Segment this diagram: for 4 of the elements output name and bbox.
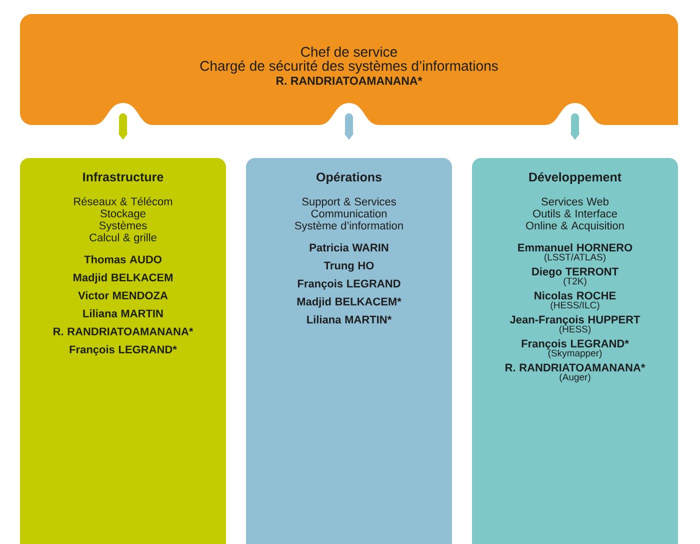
column-box: Développement Services Web Outils & Interface Online & Acquisition Emmanuel HORNERO (LSST/ATLAS) Diego TERRONT (T2K) Nicolas ROCHE (HESS/ILC) Jean-François HUPPERT (HESS) François LEGRAND* (Skymapper) R. RANDRIATOAMANANA* (Auger) [472,158,678,544]
header-box: Chef de service Chargé de sécurité des systèmes d’informations R. RANDRIATOAMANANA* [20,14,678,125]
column-box: Infrastructure Réseaux & Télécom Stockage Systèmes Calcul & grille Thomas AUDO Madjid BELKACEM Victor MENDOZA Liliana MARTIN R. RANDRIATOAMANANA* François LEGRAND* [20,158,226,544]
column-box: Opérations Support & Services Communication Système d’information Patricia WARIN Trung HO François LEGRAND Madjid BELKACEM* Liliana MARTIN* [246,158,452,544]
